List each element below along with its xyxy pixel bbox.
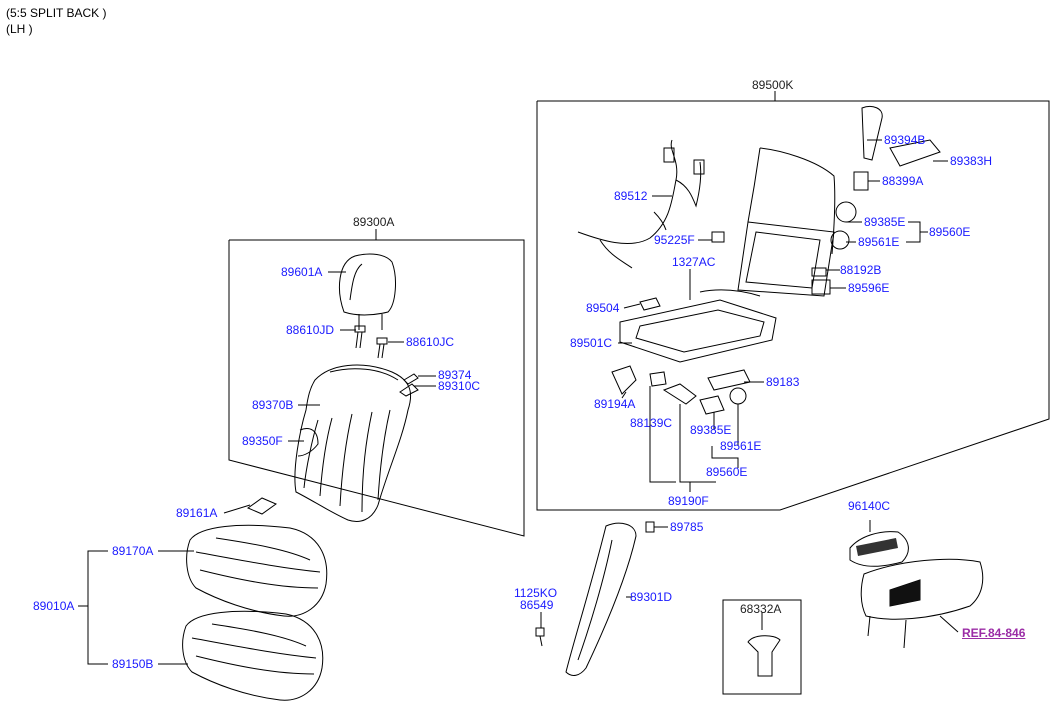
part-link-89601A[interactable]: 89601A	[281, 265, 323, 279]
seatback-group-box	[228, 239, 525, 537]
part-link-89194A[interactable]: 89194A	[594, 397, 636, 411]
part-link-89374[interactable]: 89374	[438, 368, 472, 382]
part-link-88610JC[interactable]: 88610JC	[406, 335, 455, 349]
part-link-89010A[interactable]: 89010A	[33, 599, 75, 613]
group-label-frame[interactable]: 89500K	[752, 78, 794, 92]
part-link-89560E-bot[interactable]: 89560E	[706, 465, 748, 479]
part-link-1327AC[interactable]: 1327AC	[672, 255, 716, 269]
part-link-89190F[interactable]: 89190F	[668, 494, 709, 508]
remote-buttons-fill	[856, 538, 898, 556]
part-link-88399A[interactable]: 88399A	[882, 174, 924, 188]
clip-drawing	[747, 635, 781, 677]
part-link-88192B[interactable]: 88192B	[840, 263, 882, 277]
frame-small-parts-drawing	[611, 105, 941, 415]
part-link-95225F[interactable]: 95225F	[654, 233, 695, 247]
part-link-1125KO[interactable]: 1125KO	[514, 586, 558, 600]
part-link-89785[interactable]: 89785	[670, 520, 704, 534]
part-link-89150B[interactable]: 89150B	[112, 657, 154, 671]
reference-link[interactable]: REF.84-846	[962, 626, 1026, 640]
part-link-89383H[interactable]: 89383H	[950, 154, 993, 168]
group-label-clip[interactable]: 68332A	[740, 602, 782, 616]
part-link-89394B[interactable]: 89394B	[884, 133, 926, 147]
part-link-89504[interactable]: 89504	[586, 301, 620, 315]
seat-pad-drawing	[246, 497, 278, 515]
part-link-89560E-top[interactable]: 89560E	[929, 225, 971, 239]
config-spec-line1: (5:5 SPLIT BACK )	[6, 6, 107, 20]
part-link-88610JD[interactable]: 88610JD	[286, 323, 335, 337]
part-link-89561E-bot[interactable]: 89561E	[720, 439, 762, 453]
seat-cushion-drawing	[182, 524, 328, 701]
part-link-89512[interactable]: 89512	[614, 189, 648, 203]
part-link-89161A[interactable]: 89161A	[176, 506, 218, 520]
bolt-drawing	[535, 627, 545, 647]
clip-small-drawing	[399, 373, 419, 397]
part-link-89301D[interactable]: 89301D	[630, 590, 673, 604]
console-insert-fill	[890, 580, 920, 606]
part-link-89385E-bot[interactable]: 89385E	[690, 423, 732, 437]
part-link-88139C[interactable]: 88139C	[630, 416, 673, 430]
part-link-89385E-top[interactable]: 89385E	[864, 215, 906, 229]
config-spec-line2: (LH )	[6, 22, 33, 36]
part-link-89501C[interactable]: 89501C	[570, 336, 613, 350]
part-link-96140C[interactable]: 96140C	[848, 499, 891, 513]
headrest-guide-drawing	[354, 325, 388, 359]
part-link-89310C[interactable]: 89310C	[438, 379, 481, 393]
part-link-89183[interactable]: 89183	[766, 375, 800, 389]
seat-frame-drawing	[619, 147, 836, 363]
part-link-89596E[interactable]: 89596E	[848, 281, 890, 295]
part-link-86549[interactable]: 86549	[520, 598, 554, 612]
group-label-seatback[interactable]: 89300A	[353, 215, 395, 229]
part-link-89350F[interactable]: 89350F	[242, 434, 283, 448]
seatback-cushion-drawing	[294, 364, 412, 522]
clip-group-box	[722, 599, 802, 695]
headrest-drawing	[339, 253, 396, 330]
part-link-89370B[interactable]: 89370B	[252, 398, 294, 412]
wiring-harness-drawing	[577, 139, 705, 269]
part-link-89561E-top[interactable]: 89561E	[858, 235, 900, 249]
frame-group-box	[536, 100, 1050, 511]
part-link-89170A[interactable]: 89170A	[112, 544, 154, 558]
